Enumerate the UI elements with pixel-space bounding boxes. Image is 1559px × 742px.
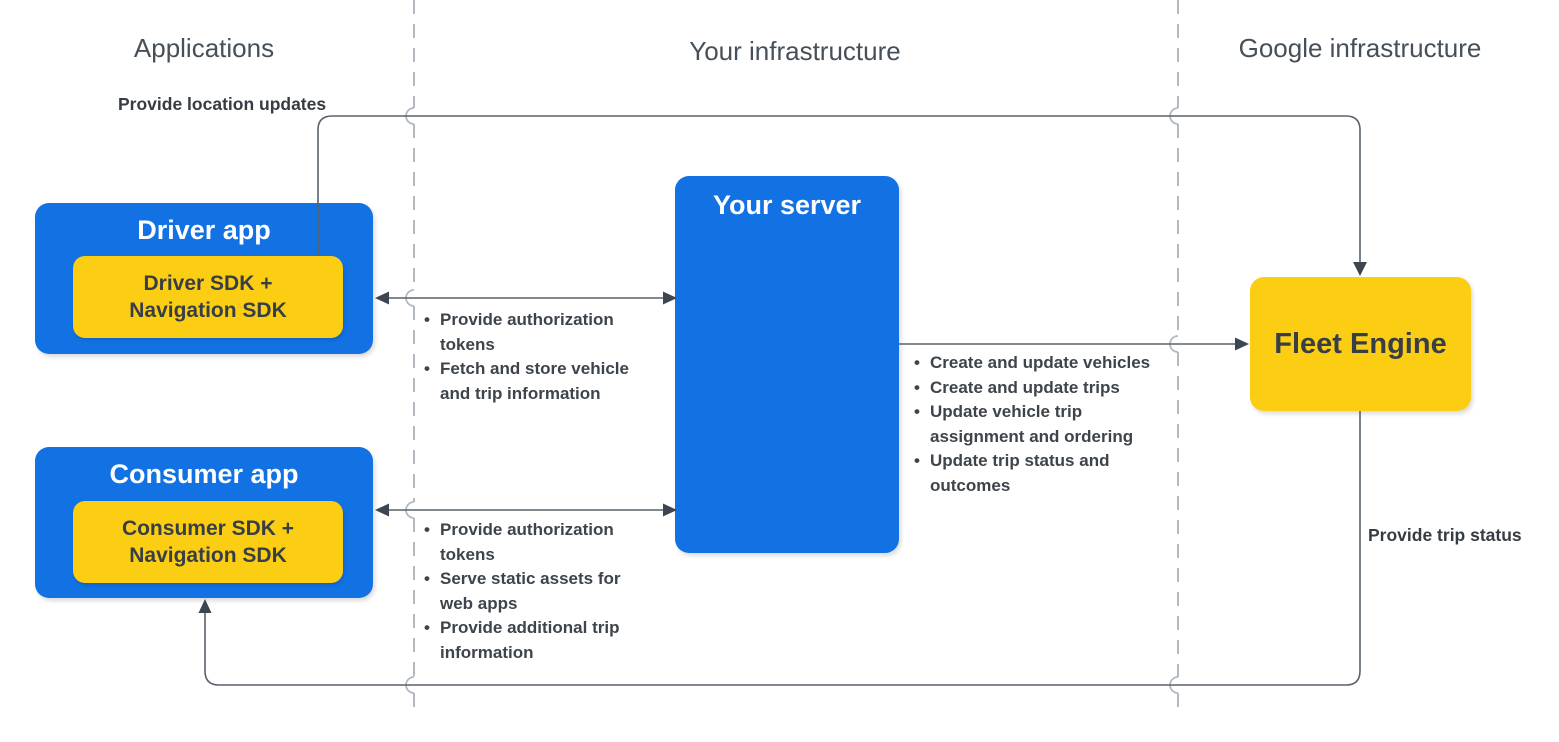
bullet-item: Fetch and store vehicle and trip informa… xyxy=(424,357,636,406)
bullet-item: Create and update vehicles xyxy=(914,351,1166,376)
arrowhead-down-icon xyxy=(1353,262,1367,276)
server-fleet-items: Create and update vehiclesCreate and upd… xyxy=(914,351,1166,498)
arrowhead-left-icon xyxy=(375,291,389,305)
bullet-item: Serve static assets for web apps xyxy=(424,567,636,616)
bullet-item: Provide authorization tokens xyxy=(424,308,636,357)
server-fleet-connector xyxy=(899,337,1249,351)
consumer-sdk-box: Consumer SDK + Navigation SDK xyxy=(73,501,343,583)
trip-status-label: Provide trip status xyxy=(1368,525,1522,545)
driver-app-title: Driver app xyxy=(137,215,271,245)
column-header-applications: Applications xyxy=(133,33,275,63)
bullet-item: Update vehicle trip assignment and order… xyxy=(914,400,1166,449)
arrowhead-up-icon xyxy=(198,599,212,613)
arrowhead-left-icon xyxy=(375,503,389,517)
consumer-server-connector xyxy=(375,503,677,517)
consumer-app-title: Consumer app xyxy=(109,459,299,489)
driver-sdk-box: Driver SDK + Navigation SDK xyxy=(73,256,343,338)
bullet-item: Provide authorization tokens xyxy=(424,518,636,567)
bullet-item: Provide additional trip information xyxy=(424,616,636,665)
driver-app-box: Driver app Driver SDK + Navigation SDK xyxy=(35,203,373,354)
driver-server-items: Provide authorization tokensFetch and st… xyxy=(424,308,636,406)
fleet-engine-title: Fleet Engine xyxy=(1274,327,1447,360)
driver-server-connector xyxy=(375,291,677,305)
location-updates-label: Provide location updates xyxy=(118,94,327,114)
column-header-your-infrastructure: Your infrastructure xyxy=(689,36,901,66)
your-server-box: Your server xyxy=(675,176,899,553)
column-header-google-infrastructure: Google infrastructure xyxy=(1238,33,1482,63)
your-server-title: Your server xyxy=(712,190,862,220)
bullet-item: Update trip status and outcomes xyxy=(914,449,1166,498)
bullet-item: Create and update trips xyxy=(914,376,1166,401)
arrowhead-right-icon xyxy=(1235,337,1249,351)
fleet-engine-box: Fleet Engine xyxy=(1250,277,1471,411)
consumer-sdk-label: Consumer SDK + Navigation SDK xyxy=(121,517,295,567)
consumer-app-box: Consumer app Consumer SDK + Navigation S… xyxy=(35,447,373,598)
consumer-server-items: Provide authorization tokensServe static… xyxy=(424,518,636,665)
left-column-divider xyxy=(405,0,415,716)
right-column-divider xyxy=(1169,0,1179,716)
driver-sdk-label: Driver SDK + Navigation SDK xyxy=(129,272,287,322)
